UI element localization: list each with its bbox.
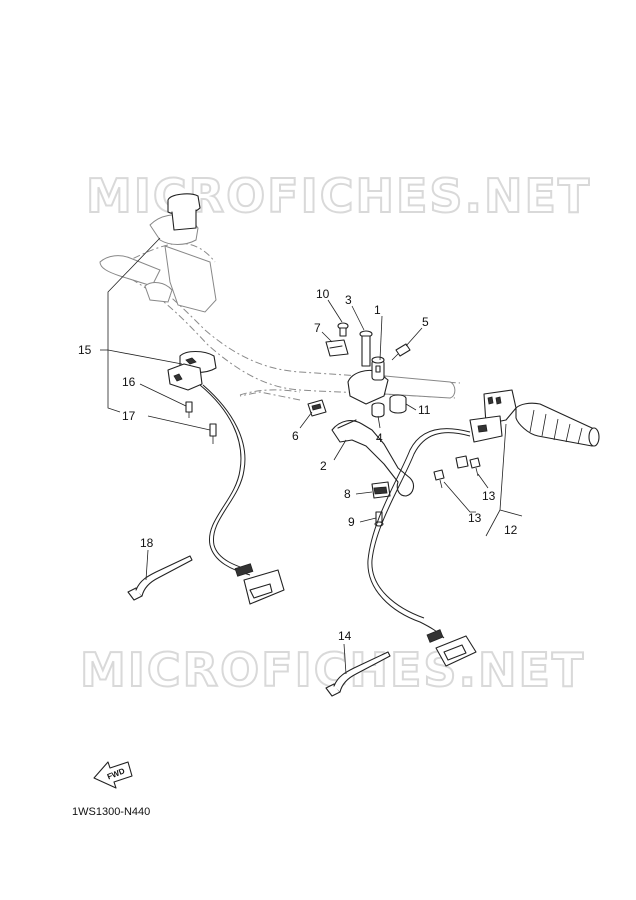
callout-10: 10 — [316, 287, 330, 301]
callout-3: 3 — [345, 293, 352, 307]
callout-5: 5 — [422, 315, 429, 329]
callout-15: 15 — [78, 343, 92, 357]
callout-1: 1 — [374, 303, 381, 317]
cable-tie-14 — [325, 651, 391, 697]
right-switch-assembly — [455, 389, 517, 469]
cable-tie-18 — [127, 555, 193, 601]
callout-14: 14 — [338, 629, 352, 643]
part-4 — [371, 402, 385, 418]
callout-4: 4 — [376, 431, 383, 445]
clip-7 — [325, 339, 349, 357]
callout-13-upper: 13 — [482, 489, 496, 503]
callout-18: 18 — [140, 536, 154, 550]
part-11 — [389, 394, 407, 414]
bolt-3 — [359, 330, 373, 367]
callout-6: 6 — [292, 429, 299, 443]
right-switch-cable — [367, 428, 471, 639]
switch-cap — [167, 193, 201, 231]
screw-13-a — [433, 469, 445, 489]
fwd-arrow-icon: FWD — [93, 761, 133, 789]
callout-2: 2 — [320, 459, 327, 473]
watermark-bottom: MICROFICHES.NET — [80, 643, 585, 697]
lever-2 — [331, 419, 415, 497]
handlebar-outline — [99, 214, 461, 399]
callout-8: 8 — [344, 487, 351, 501]
cable-adjuster-6 — [239, 391, 327, 417]
callout-9: 9 — [348, 515, 355, 529]
screw-5 — [391, 343, 411, 361]
left-switch-assembly — [167, 350, 217, 391]
right-grip — [515, 402, 600, 447]
part-8 — [371, 481, 391, 499]
screw-17 — [209, 423, 217, 444]
callout-16: 16 — [122, 375, 136, 389]
leader-lines — [100, 237, 523, 675]
watermark-top: MICROFICHES.NET — [86, 169, 591, 223]
screw-16 — [185, 401, 193, 418]
diagram-code: 1WS1300-N440 — [72, 806, 150, 818]
screw-13-b — [469, 457, 481, 477]
callout-17: 17 — [122, 409, 136, 423]
callout-13-lower: 13 — [468, 511, 482, 525]
lever-bracket — [347, 356, 389, 405]
left-switch-cable — [199, 384, 251, 576]
left-connector — [234, 563, 285, 605]
part-10 — [337, 322, 349, 337]
callout-7: 7 — [314, 321, 321, 335]
callout-12: 12 — [504, 523, 518, 537]
callout-11: 11 — [418, 403, 431, 417]
right-connector — [426, 629, 477, 667]
